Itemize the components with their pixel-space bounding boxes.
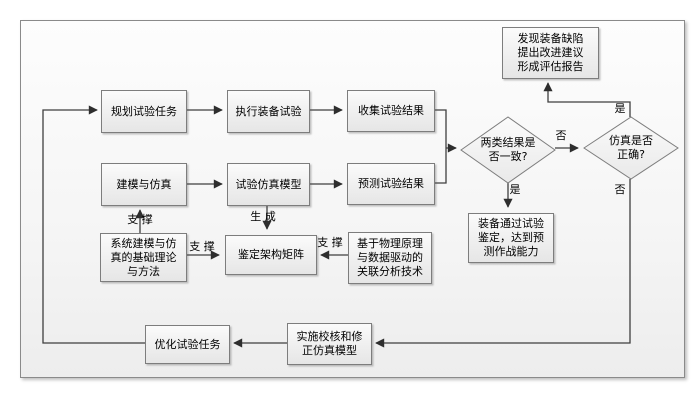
edge-correct-yes-to-report <box>543 82 631 117</box>
edge-label-no-consistent: 否 <box>555 129 567 142</box>
edge-label-yes-consistent: 是 <box>509 183 521 196</box>
node-modeling-simulation: 建模与仿真 <box>101 163 187 206</box>
node-verify-correct-model: 实施校核和修 正仿真模型 <box>287 323 372 365</box>
node-theory-methods: 系统建模与仿 真的基础理论 与方法 <box>100 233 187 282</box>
node-qualification-matrix: 鉴定架构矩阵 <box>225 235 317 275</box>
diamond-simulation-correct <box>583 116 679 180</box>
edge-label-no-correct: 否 <box>614 183 626 196</box>
edge-correct-no-to-verify <box>375 179 631 348</box>
edge-label-support-left: 支 撑 <box>189 240 215 253</box>
node-collect-test-results: 收集试验结果 <box>347 90 435 132</box>
edge-label-support-right: 支 撑 <box>317 236 343 249</box>
diamond-results-consistent <box>460 116 556 184</box>
edge-label-support-vertical: 支 撑 <box>127 213 153 226</box>
edge-optimize-to-plan-loop <box>42 105 145 344</box>
node-correlation-analysis: 基于物理原理 与数据驱动的 关联分析技术 <box>348 232 432 284</box>
edge-label-generate: 生 成 <box>250 210 276 223</box>
edge-results-merge-bracket <box>433 109 447 184</box>
node-test-simulation-model: 试验仿真模型 <box>227 163 310 206</box>
decision-results-consistent-label: 两类结果是 否一致? <box>480 136 536 163</box>
edge-label-yes-correct: 是 <box>614 102 626 115</box>
node-predict-test-results: 预测试验结果 <box>347 163 435 205</box>
node-execute-equipment-test: 执行装备试验 <box>227 90 310 133</box>
decision-simulation-correct-label: 仿真是否 正确? <box>609 134 653 161</box>
node-equipment-qualified: 装备通过试验 鉴定，达到预 测作战能力 <box>468 213 554 263</box>
node-optimize-test-tasks: 优化试验任务 <box>145 325 230 364</box>
node-plan-test-tasks: 规划试验任务 <box>101 90 187 133</box>
node-defect-report: 发现装备缺陷 提出改进建议 形成评估报告 <box>502 27 599 79</box>
